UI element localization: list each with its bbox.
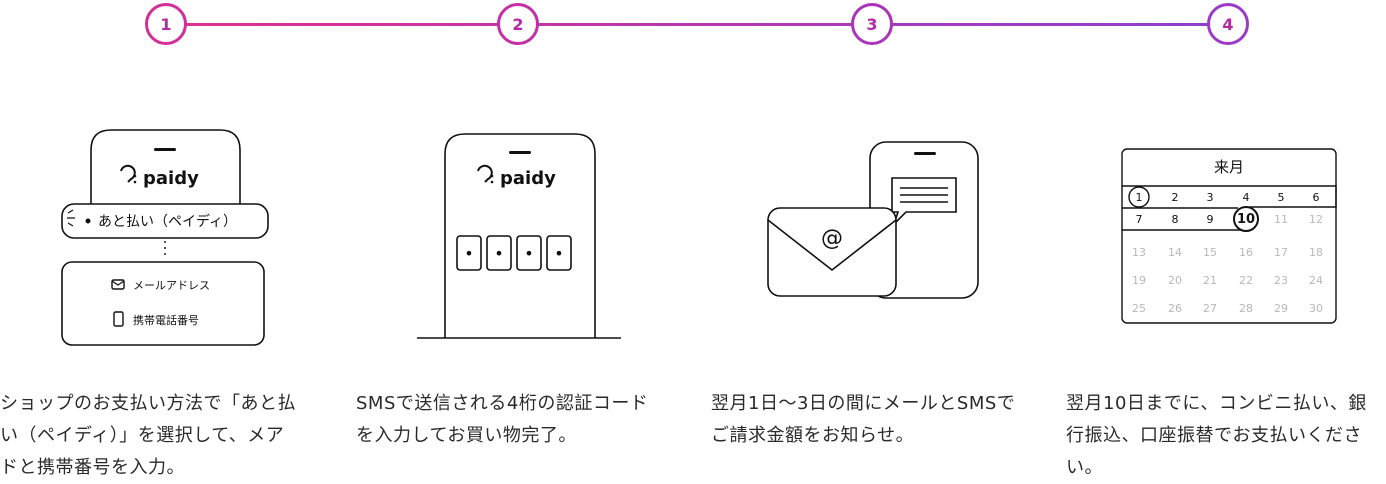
calendar-day: 5 — [1278, 191, 1285, 204]
description-line: SMSで送信される4桁の認証コード — [356, 393, 649, 414]
email-field-label: メールアドレス — [133, 279, 210, 292]
step-badge-3: 3 — [851, 3, 893, 45]
description-line: い。 — [1066, 457, 1103, 478]
paidy-logo-icon — [477, 164, 494, 184]
calendar-day: 6 — [1313, 191, 1320, 204]
notification-illustration: @ — [767, 141, 979, 299]
step3-description: 翌月1日〜3日の間にメールとSMSで ご請求金額をお知らせ。 — [711, 388, 1041, 452]
code-input-boxes: • • • • — [456, 235, 572, 271]
calendar-day: 24 — [1309, 274, 1323, 287]
step-timeline: 1 2 3 4 — [0, 0, 1386, 60]
calendar-day: 13 — [1132, 246, 1146, 259]
option-label: あと払い（ペイディ） — [98, 213, 237, 230]
code-digit: • — [464, 244, 473, 263]
description-line: い（ペイディ）」を選択して、メア — [0, 425, 285, 446]
mobile-phone-icon — [113, 311, 124, 327]
paidy-brand-text: paidy — [500, 168, 556, 189]
calendar-title: 来月 — [1214, 158, 1244, 176]
description-line: 行振込、口座振替でお支払いくださ — [1066, 425, 1362, 446]
calendar-day: 1 — [1136, 191, 1143, 204]
calendar-day: 22 — [1239, 274, 1253, 287]
calendar-day: 8 — [1172, 213, 1179, 226]
paidy-brand-text: paidy — [143, 168, 199, 189]
description-line: ショップのお支払い方法で「あと払 — [0, 393, 296, 414]
description-line: 翌月1日〜3日の間にメールとSMSで — [711, 393, 1016, 414]
auth-code-phone-illustration: paidy • • • • — [417, 133, 621, 339]
selected-radio-icon — [85, 218, 91, 224]
step2-illustration: paidy • • • • — [415, 120, 625, 342]
step-badge-4: 4 — [1207, 3, 1249, 45]
calendar-day: 17 — [1274, 246, 1288, 259]
description-line: 翌月10日までに、コンビニ払い、銀 — [1066, 393, 1367, 414]
mail-icon — [111, 279, 125, 290]
step4-description: 翌月10日までに、コンビニ払い、銀 行振込、口座振替でお支払いくださ い。 — [1066, 388, 1386, 484]
calendar-day: 9 — [1207, 213, 1214, 226]
calendar-day: 2 — [1172, 191, 1179, 204]
calendar-day: 29 — [1274, 302, 1288, 315]
calendar-day: 19 — [1132, 274, 1146, 287]
calendar-day: 7 — [1136, 213, 1143, 226]
calendar-day: 28 — [1239, 302, 1253, 315]
calendar-day: 12 — [1309, 213, 1323, 226]
step3-illustration: @ — [760, 120, 990, 310]
day-1-highlight — [1128, 186, 1150, 208]
timeline-connector — [166, 23, 1230, 26]
calendar-day: 11 — [1274, 213, 1288, 226]
calendar-day: 14 — [1168, 246, 1182, 259]
calendar-day: 18 — [1309, 246, 1323, 259]
calendar-day: 20 — [1168, 274, 1182, 287]
calendar-day: 16 — [1239, 246, 1253, 259]
calendar-day: 15 — [1203, 246, 1217, 259]
checkout-phone-illustration: paidy あと払い（ペイディ） メールアドレス 携帯電話番号 — [61, 129, 269, 346]
at-symbol: @ — [821, 226, 843, 251]
code-digit: • — [524, 244, 533, 263]
envelope-icon: @ — [767, 207, 897, 297]
calendar-day: 25 — [1132, 302, 1146, 315]
step1-description: ショップのお支払い方法で「あと払 い（ペイディ）」を選択して、メア ドと携帯番号… — [0, 388, 330, 484]
description-line: ご請求金額をお知らせ。 — [711, 425, 915, 446]
code-digit: • — [494, 244, 503, 263]
description-line: を入力してお買い物完了。 — [356, 425, 577, 446]
calendar-day: 26 — [1168, 302, 1182, 315]
step2-description: SMSで送信される4桁の認証コード を入力してお買い物完了。 — [356, 388, 686, 452]
step-badge-1: 1 — [145, 3, 187, 45]
calendar-day: 3 — [1207, 191, 1214, 204]
tap-indicator-icon — [67, 209, 75, 227]
calendar-day: 4 — [1243, 191, 1250, 204]
calendar-day: 10 — [1237, 212, 1255, 227]
calendar-day: 23 — [1274, 274, 1288, 287]
day-10-highlight — [1233, 206, 1259, 232]
calendar-day: 30 — [1309, 302, 1323, 315]
paidy-logo-icon — [120, 164, 137, 184]
phone-message-icon — [869, 141, 979, 299]
calendar-day: 21 — [1203, 274, 1217, 287]
step-badge-2: 2 — [497, 3, 539, 45]
calendar-day: 27 — [1203, 302, 1217, 315]
code-digit: • — [554, 244, 563, 263]
phone-field-label: 携帯電話番号 — [133, 313, 199, 327]
description-line: ドと携帯番号を入力。 — [0, 457, 185, 478]
step1-illustration: paidy あと払い（ペイディ） メールアドレス 携帯電話番号 — [55, 120, 275, 360]
